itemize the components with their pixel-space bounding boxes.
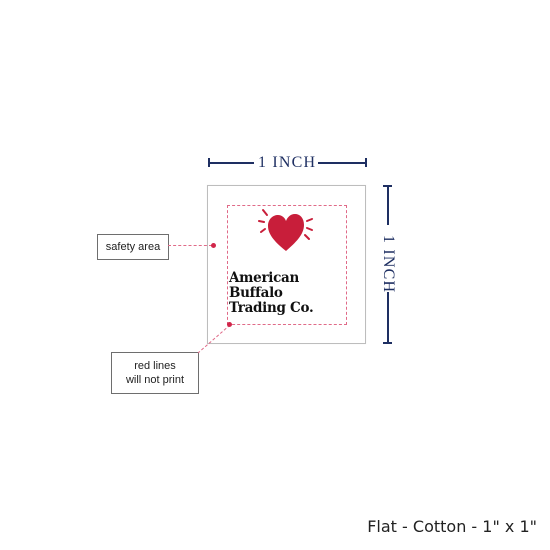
height-dimension-label: 1 INCH <box>380 235 397 294</box>
red-lines-leader-line <box>197 324 231 354</box>
safety-area-leader-line <box>168 245 212 246</box>
red-lines-callout-line2: will not print <box>125 374 185 386</box>
red-lines-leader-dot <box>227 322 232 327</box>
width-dimension-line-left <box>208 162 254 164</box>
width-dimension-tick-right <box>365 158 367 167</box>
width-dimension-label: 1 INCH <box>258 154 317 171</box>
heart-icon <box>258 209 313 251</box>
safety-area-callout-text: safety area <box>105 241 161 253</box>
width-dimension-line-right <box>318 162 367 164</box>
safety-area-callout: safety area <box>97 234 169 260</box>
height-dimension-line-bottom <box>387 292 389 343</box>
height-dimension-line-top <box>387 185 389 225</box>
red-lines-callout: red lines will not print <box>111 352 199 394</box>
safety-area-guide <box>227 205 347 325</box>
product-caption: Flat - Cotton - 1" x 1" <box>367 517 537 536</box>
height-dimension-tick-bottom <box>383 342 392 344</box>
label-card <box>207 185 366 344</box>
safety-area-leader-dot <box>211 243 216 248</box>
red-lines-callout-line1: red lines <box>134 360 176 372</box>
brand-name: American Buffalo Trading Co. <box>229 270 314 316</box>
